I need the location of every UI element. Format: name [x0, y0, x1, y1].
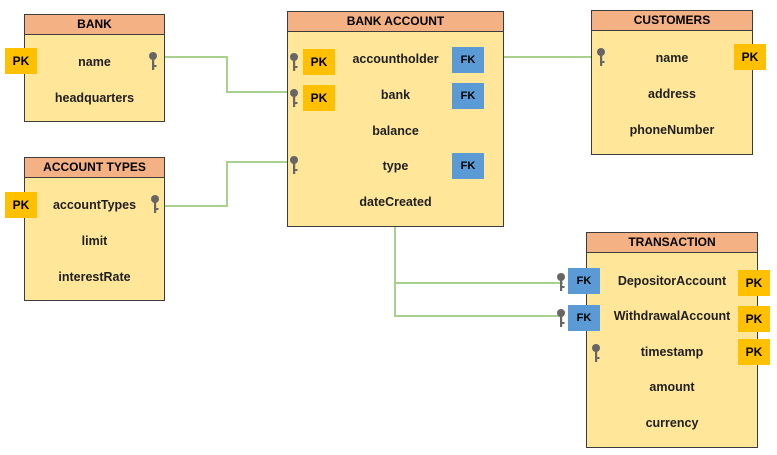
field-amount: amount: [649, 380, 695, 394]
key-icon: [557, 273, 565, 291]
key-icon: [557, 309, 565, 327]
field-limit: limit: [81, 234, 108, 248]
field-address: address: [648, 87, 696, 101]
entity-bank-account[interactable]: BANK ACCOUNT accountholder bank balance …: [287, 11, 504, 227]
fk-badge: FK: [452, 153, 484, 179]
entity-title: ACCOUNT TYPES: [25, 158, 164, 178]
field-bank: bank: [380, 88, 411, 102]
connector-bank-account-to-transaction-depositor: [394, 227, 563, 284]
entity-title: BANK: [25, 15, 164, 35]
fk-badge: FK: [568, 305, 600, 331]
entity-title: TRANSACTION: [587, 233, 757, 253]
connector-bank-account-to-transaction-withdrawal: [394, 283, 563, 317]
key-icon: [592, 344, 600, 362]
key-icon: [151, 195, 159, 213]
pk-badge: PK: [5, 192, 37, 218]
field-balance: balance: [372, 124, 419, 138]
field-headquarters: headquarters: [54, 91, 135, 105]
field-accountholder: accountholder: [352, 52, 439, 66]
entity-bank[interactable]: BANK name headquarters: [24, 14, 165, 122]
fk-badge: FK: [452, 47, 484, 73]
key-icon: [597, 48, 605, 66]
entity-account-types[interactable]: ACCOUNT TYPES accountTypes limit interes…: [24, 157, 165, 301]
connector-account-types-to-bank-account: [164, 161, 288, 207]
pk-badge: PK: [738, 306, 770, 332]
pk-badge: PK: [5, 48, 37, 74]
field-interest-rate: interestRate: [58, 270, 131, 284]
pk-badge: PK: [738, 270, 770, 296]
field-depositor-account: DepositorAccount: [617, 274, 727, 288]
field-name: name: [655, 51, 689, 65]
field-timestamp: timestamp: [640, 345, 704, 359]
field-account-types: accountTypes: [52, 198, 137, 212]
pk-badge: PK: [738, 339, 770, 365]
key-icon: [290, 53, 298, 71]
field-date-created: dateCreated: [359, 195, 432, 209]
entity-title: CUSTOMERS: [592, 11, 752, 31]
field-withdrawal-account: WithdrawalAccount: [613, 309, 731, 323]
pk-badge: PK: [734, 44, 766, 70]
entity-title: BANK ACCOUNT: [288, 12, 503, 32]
fk-badge: FK: [568, 268, 600, 294]
connector-bank-to-bank-account: [164, 56, 288, 93]
field-phone-number: phoneNumber: [629, 123, 715, 137]
pk-badge: PK: [303, 85, 335, 111]
key-icon: [149, 52, 157, 70]
field-currency: currency: [645, 416, 699, 430]
field-type: type: [382, 159, 409, 173]
entity-transaction[interactable]: TRANSACTION DepositorAccount WithdrawalA…: [586, 232, 758, 448]
pk-badge: PK: [303, 49, 335, 75]
entity-customers[interactable]: CUSTOMERS name address phoneNumber: [591, 10, 753, 155]
key-icon: [290, 156, 298, 174]
fk-badge: FK: [452, 83, 484, 109]
key-icon: [290, 89, 298, 107]
field-name: name: [78, 55, 111, 69]
